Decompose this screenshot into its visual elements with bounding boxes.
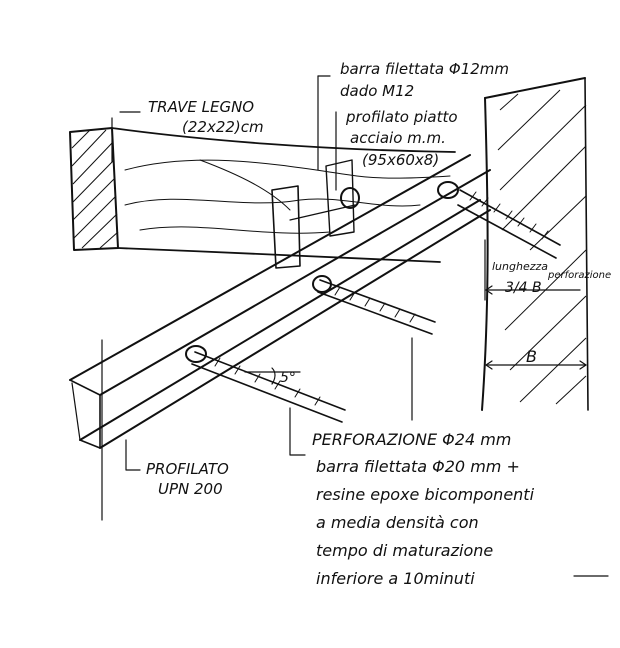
beam-cut-section — [69, 127, 119, 251]
length-label-2: perforazione — [547, 270, 611, 281]
plate-label-1: profilato piatto — [345, 108, 458, 126]
rod-label-1: barra filettata Φ12mm — [340, 60, 509, 78]
threaded-bars — [191, 189, 561, 423]
drilling-label-4: a media densità con — [316, 513, 479, 532]
masonry-wall — [481, 77, 589, 411]
nuts — [185, 181, 459, 363]
angle-mark — [244, 367, 301, 385]
drilling-label-2: barra filettata Φ20 mm + — [316, 457, 520, 476]
angle-label: 5° — [280, 370, 296, 386]
steel-plate — [271, 159, 355, 269]
profile-label-1: PROFILATO — [146, 460, 229, 478]
profile-label-2: UPN 200 — [158, 480, 223, 498]
plate-label-2: acciaio m.m. — [350, 129, 446, 147]
drilling-label-3: resine epoxe bicomponenti — [316, 485, 535, 504]
leader-lines — [101, 75, 609, 577]
length-value: 3/4 B — [505, 280, 542, 296]
beam-label-2: (22x22)cm — [182, 118, 264, 136]
drilling-label-1: PERFORAZIONE Φ24 mm — [312, 430, 511, 449]
upn-profile — [69, 154, 491, 449]
beam-label-1: TRAVE LEGNO — [148, 98, 254, 116]
b-dimension: B — [526, 347, 537, 366]
drilling-label-5: tempo di maturazione — [316, 541, 493, 560]
drilling-label-6: inferiore a 10minuti — [316, 569, 475, 588]
rod-label-2: dado M12 — [340, 82, 414, 100]
length-label-1: lunghezza — [492, 260, 548, 273]
dimension-lines — [484, 239, 587, 370]
timber-beam — [111, 127, 456, 263]
plate-label-3: (95x60x8) — [362, 151, 439, 169]
